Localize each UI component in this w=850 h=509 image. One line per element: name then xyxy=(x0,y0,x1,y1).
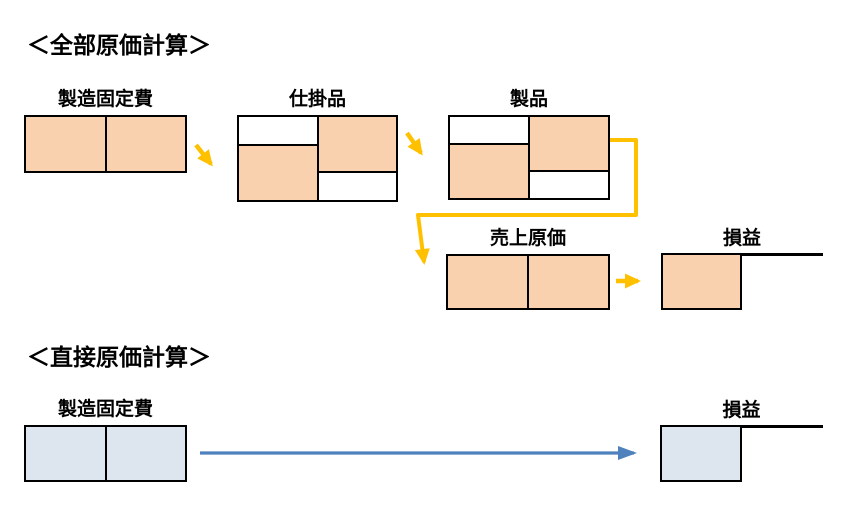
label-fixed-manufacturing-cost: 製造固定費 xyxy=(57,89,153,110)
cogs-right-cell xyxy=(527,256,608,308)
cogs-account-box xyxy=(446,254,610,310)
finished-goods-credit-bottom-cell xyxy=(530,170,608,198)
wip-debit-bottom-cell xyxy=(239,143,317,200)
fixed-cost-account-box-direct xyxy=(24,425,187,482)
finished-goods-credit-top-cell xyxy=(530,117,608,171)
fixed-cost-right-cell xyxy=(104,117,185,171)
label-profit-loss-absorption: 損益 xyxy=(722,228,761,249)
fixed-cost-left-cell xyxy=(26,117,105,171)
section-title-absorption-costing: ＜全部原価計算＞ xyxy=(27,32,211,58)
arrow-fixedcost-to-wip xyxy=(194,143,213,167)
finished-goods-debit-top-cell xyxy=(450,117,528,143)
cogs-left-cell xyxy=(448,256,527,308)
profit-loss-taccount-absorption xyxy=(661,253,823,310)
wip-credit-bottom-cell xyxy=(318,171,396,200)
arrow-wip-to-finished-goods xyxy=(405,131,423,156)
fixed-cost-direct-left-cell xyxy=(26,427,105,480)
profit-loss-taccount-direct xyxy=(660,425,823,482)
fixed-cost-account-box xyxy=(24,115,187,173)
label-fixed-manufacturing-cost-direct: 製造固定費 xyxy=(57,399,153,420)
finished-goods-account-box xyxy=(448,115,610,200)
label-work-in-process: 仕掛品 xyxy=(288,89,346,110)
fixed-cost-direct-right-cell xyxy=(104,427,185,480)
profit-loss-cogs-cell xyxy=(661,253,742,310)
label-cost-of-goods-sold: 売上原価 xyxy=(489,228,566,249)
label-profit-loss-direct: 損益 xyxy=(722,400,761,421)
finished-goods-debit-bottom-cell xyxy=(450,142,528,198)
profit-loss-direct-fixed-cost-cell xyxy=(660,425,742,482)
profit-loss-top-rule xyxy=(661,253,823,256)
wip-debit-top-cell xyxy=(239,117,317,144)
wip-account-box xyxy=(237,115,398,202)
label-finished-goods: 製品 xyxy=(509,89,548,110)
section-title-direct-costing: ＜直接原価計算＞ xyxy=(27,344,211,370)
wip-credit-top-cell xyxy=(318,117,396,172)
